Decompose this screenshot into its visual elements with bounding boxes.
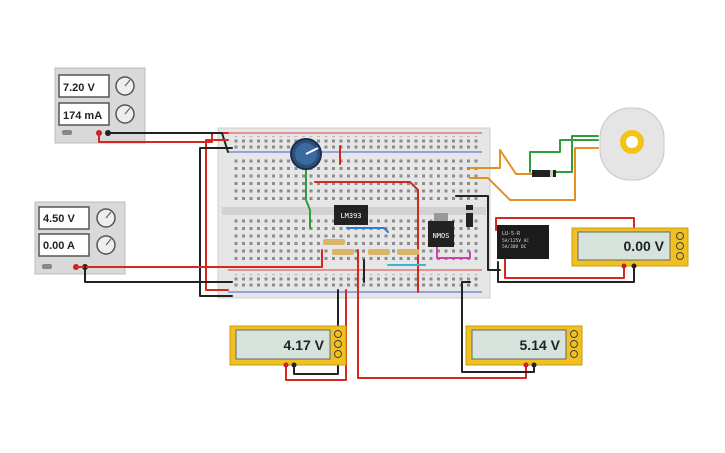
dc-motor[interactable] — [599, 107, 665, 181]
wire-green — [529, 139, 599, 173]
supply2-current-readout: 0.00 A — [43, 240, 75, 252]
wire-black — [84, 266, 233, 283]
supply1-current-readout: 174 mA — [63, 110, 102, 122]
comparator-chip[interactable] — [334, 205, 368, 225]
comparator-label: LM393 — [340, 212, 361, 220]
multimeter-2-readout: 4.17 V — [284, 337, 325, 353]
multimeter-3[interactable] — [465, 325, 583, 368]
diode[interactable] — [532, 170, 556, 177]
supply1-voltage-readout: 7.20 V — [63, 82, 95, 94]
wire-red — [504, 243, 625, 279]
wire-blue — [346, 227, 389, 233]
multimeter-2[interactable] — [229, 325, 347, 368]
multimeter-1-readout: 0.00 V — [624, 238, 665, 254]
relay-dc-rating: 5A/30V DC — [502, 244, 527, 250]
power-supply-2[interactable] — [34, 201, 126, 275]
wire-black — [107, 132, 229, 153]
wire-black — [455, 195, 501, 271]
wire-orange — [469, 149, 533, 175]
multimeter-3-readout: 5.14 V — [520, 337, 561, 353]
resistor — [368, 249, 390, 255]
wire-orange — [469, 147, 599, 201]
wire-black — [461, 281, 535, 373]
relay-ac-rating: 5A/125V AC — [502, 238, 529, 244]
wire-green — [555, 135, 599, 173]
wire-red — [495, 217, 635, 233]
wire-black — [497, 261, 635, 283]
nmos-transistor[interactable] — [428, 213, 454, 247]
wire-green — [305, 167, 311, 229]
relay[interactable] — [497, 225, 549, 259]
power-supply-1[interactable] — [54, 67, 146, 144]
resistor — [323, 239, 345, 245]
wire-black — [199, 147, 233, 297]
potentiometer[interactable] — [290, 138, 322, 170]
resistors[interactable] — [323, 239, 419, 255]
supply2-voltage-readout: 4.50 V — [43, 213, 75, 225]
multimeter-1[interactable] — [571, 227, 689, 269]
wire-red — [205, 139, 229, 291]
diode[interactable] — [466, 205, 473, 227]
wire-red — [314, 181, 419, 293]
nmos-label: NMOS — [433, 232, 450, 240]
wire-magenta — [436, 245, 471, 259]
relay-model: LU-5-R — [502, 231, 521, 237]
resistor — [397, 249, 419, 255]
wire-red — [75, 249, 323, 268]
resistor — [332, 249, 354, 255]
